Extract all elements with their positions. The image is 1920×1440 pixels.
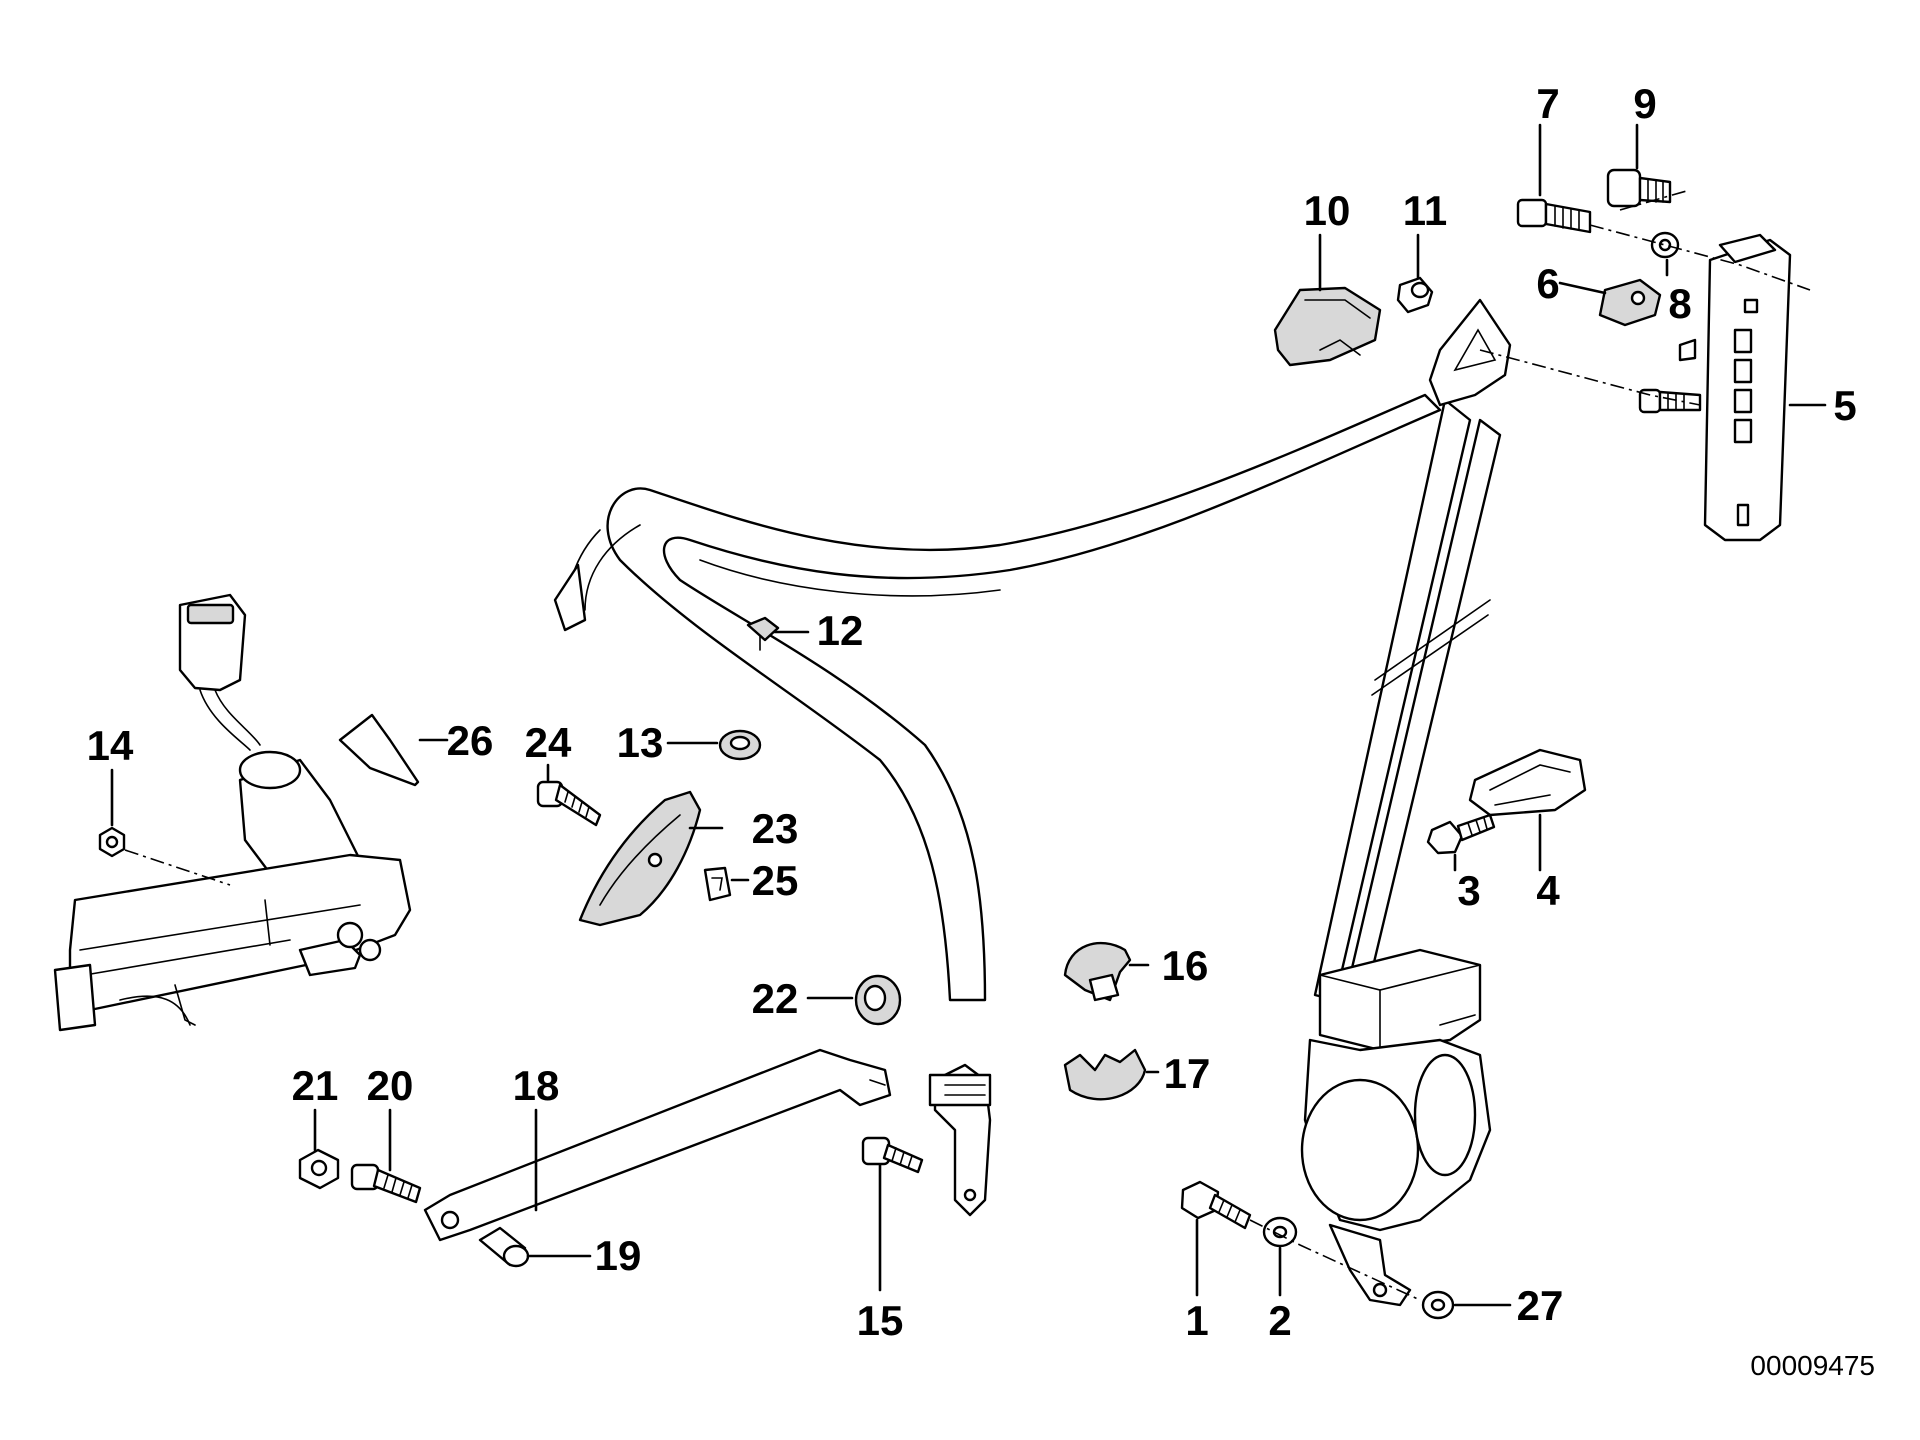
part-21-nut [298,1148,340,1190]
part-11-bushing [1396,276,1434,314]
part-8-washer [1650,231,1680,259]
callout-4: 4 [1536,867,1560,914]
part-24-screw [536,780,602,827]
callout-17: 17 [1164,1050,1211,1097]
callout-22: 22 [752,975,799,1022]
callout-1: 1 [1185,1297,1208,1344]
part-27-nut [1421,1290,1455,1320]
callout-23: 23 [752,805,799,852]
callout-15: 15 [857,1297,904,1344]
callout-10: 10 [1304,187,1351,234]
part-23-cover [578,790,702,927]
callout-20: 20 [367,1062,414,1109]
part-18-anchor-strap [423,1048,892,1242]
callout-7: 7 [1536,80,1559,127]
belt-end-fitting [928,1063,992,1217]
part-26-trim-cover [338,713,420,787]
part-1-bolt [1180,1180,1252,1230]
callout-12: 12 [817,607,864,654]
part-16-cover-cap [1063,941,1132,1002]
assembly-line-upper-3 [1619,189,1691,211]
belt-retractor [1300,948,1492,1307]
callout-21: 21 [292,1062,339,1109]
callout-6: 6 [1536,260,1559,307]
part-14-nut [98,826,126,858]
part-3-screw [1426,813,1496,855]
callout-labels: 1 2 3 4 5 6 7 8 9 10 11 12 13 14 15 16 1… [87,80,1857,1344]
shoulder-webbing [1313,398,1502,1002]
part-19-sleeve [478,1226,530,1268]
part-20-bolt [350,1163,422,1204]
part-10-cover [1273,286,1382,367]
part-6-slider [1598,278,1662,327]
callout-8: 8 [1668,280,1691,327]
assembly-line-buckle [124,849,231,886]
part-4-belt-guide [1468,748,1587,817]
assembly-line-upper-1 [1589,224,1811,291]
leader-lines [110,123,1827,1307]
rail-bolt [1638,388,1702,414]
upper-belt-guide [1428,298,1512,407]
callout-3: 3 [1457,867,1480,914]
callout-2: 2 [1268,1297,1291,1344]
callout-14: 14 [87,722,134,769]
callout-26: 26 [447,717,494,764]
part-2-washer [1262,1216,1298,1248]
assembly-line-lower [1249,1219,1421,1301]
diagram-reference-number: 00009475 [1750,1350,1875,1381]
part-22-grommet [854,974,902,1026]
part-9-bolt [1606,168,1672,208]
callout-18: 18 [513,1062,560,1109]
part-5-height-adjuster-rail [1678,233,1792,542]
callout-24: 24 [525,719,572,766]
part-13-grommet [718,729,762,761]
callout-11: 11 [1403,187,1447,234]
part-7-bolt [1516,198,1592,234]
callout-27: 27 [1517,1282,1564,1329]
callout-25: 25 [752,857,799,904]
callout-5: 5 [1833,382,1856,429]
part-12-plug [746,616,780,651]
part-17-cover-cap [1063,1048,1147,1101]
assembly-line-upper-2 [1479,349,1701,406]
buckle-assembly [53,593,412,1032]
callout-9: 9 [1633,80,1656,127]
belt-webbing [553,393,1442,1002]
part-15-bolt [861,1136,924,1174]
callout-13: 13 [617,719,664,766]
part-25-clip [703,866,732,902]
callout-16: 16 [1162,942,1209,989]
callout-19: 19 [595,1232,642,1279]
